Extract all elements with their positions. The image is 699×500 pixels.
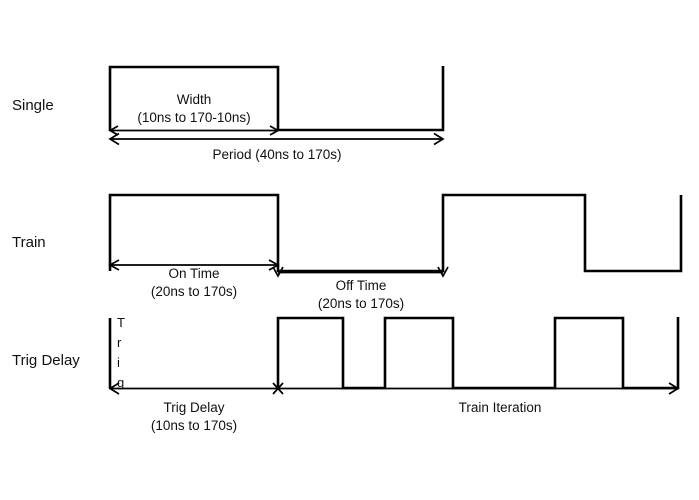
row-label-train: Train (12, 234, 46, 251)
width-arrow-head-left (108, 125, 119, 136)
train-iteration-arrow-head-right (668, 382, 680, 395)
waveform-train (108, 193, 683, 273)
row-trig-delay: Trig Delay T r i g Trig Delay (10ns to 1… (12, 315, 680, 433)
trig-letter-t: T (117, 315, 125, 330)
waveform-trig-pulses (276, 316, 680, 390)
off-time-arrow-head-left (272, 266, 284, 278)
width-label: Width (177, 92, 212, 107)
width-arrow-head-right (269, 125, 280, 136)
off-time-label: Off Time (336, 278, 387, 293)
waveform-single (108, 65, 445, 132)
trig-letter-r: r (117, 335, 122, 350)
off-time-range-label: (20ns to 170s) (318, 296, 404, 311)
dimension-on-time: On Time (20ns to 170s) (108, 259, 280, 299)
period-arrow-head-left (108, 132, 120, 146)
width-range-label: (10ns to 170-10ns) (137, 110, 250, 125)
period-label: Period (40ns to 170s) (212, 147, 341, 162)
on-time-arrow-head-left (108, 259, 120, 271)
train-iteration-label: Train Iteration (459, 400, 542, 415)
row-label-trig-delay: Trig Delay (12, 352, 80, 369)
dimension-trig-delay: Trig Delay (10ns to 170s) (108, 382, 284, 433)
dimension-train-iteration: Train Iteration (278, 382, 680, 415)
row-label-single: Single (12, 97, 54, 114)
trig-vertical-label: T r i g (117, 315, 125, 390)
dimension-width: Width (10ns to 170-10ns) (108, 92, 280, 136)
dimension-off-time: Off Time (20ns to 170s) (272, 266, 449, 311)
on-time-range-label: (20ns to 170s) (151, 284, 237, 299)
trig-letter-i: i (117, 355, 120, 370)
on-time-arrow-head-right (268, 259, 280, 271)
off-time-arrow-head-right (437, 266, 449, 278)
trig-delay-range-label: (10ns to 170s) (151, 418, 237, 433)
period-arrow-head-right (433, 132, 445, 146)
row-train: Train On Time (20ns to 170s) Off Time (2… (12, 193, 683, 311)
dimension-period: Period (40ns to 170s) (108, 132, 445, 162)
trig-delay-label: Trig Delay (163, 400, 224, 415)
trig-delay-arrow-head-left (108, 382, 120, 395)
on-time-label: On Time (168, 266, 219, 281)
row-single: Single Width (10ns to 170-10ns) Period (… (12, 65, 445, 162)
trig-letter-g: g (117, 375, 124, 390)
